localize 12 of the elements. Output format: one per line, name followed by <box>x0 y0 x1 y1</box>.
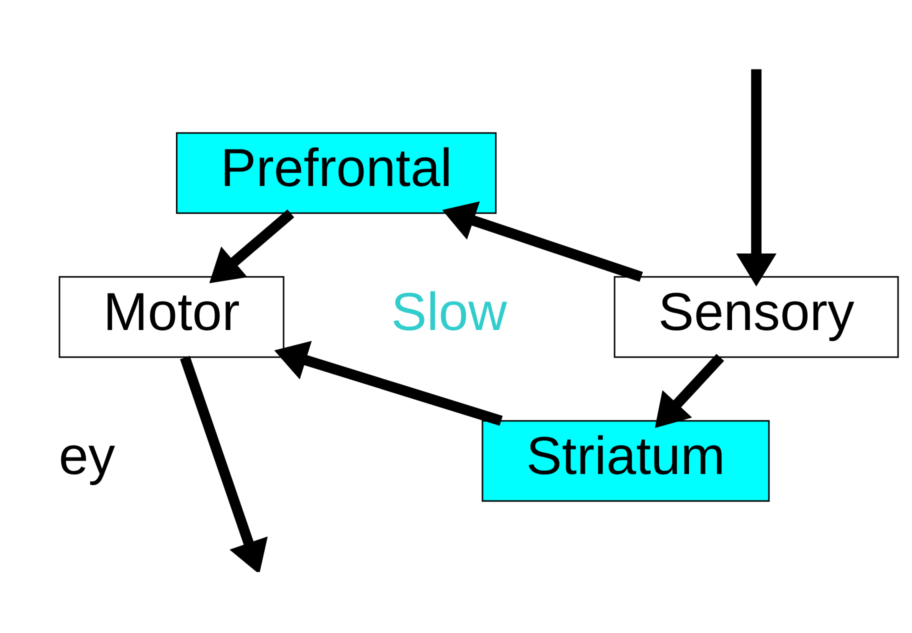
label: Slow <box>390 282 506 342</box>
node-box: Motor <box>58 276 284 358</box>
arrow <box>442 200 642 282</box>
arrow <box>208 208 294 283</box>
arrow <box>736 68 776 286</box>
node-box: Sensory <box>613 276 898 358</box>
node-box: Prefrontal <box>175 132 496 214</box>
arrow <box>180 355 268 572</box>
arrow <box>274 340 502 426</box>
node-box: Striatum <box>481 420 770 502</box>
label: ey <box>58 426 115 486</box>
arrow <box>654 353 724 428</box>
